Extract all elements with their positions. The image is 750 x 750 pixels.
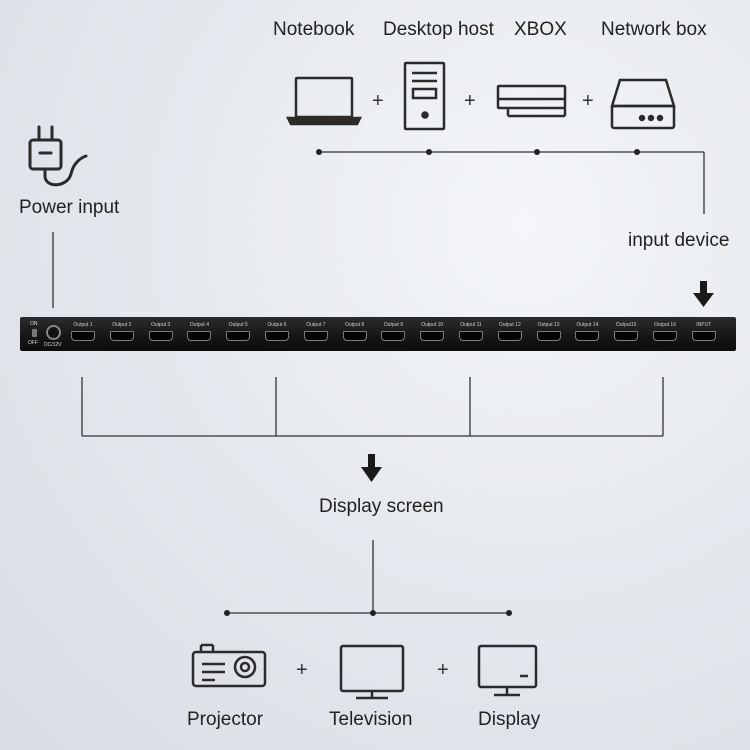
dc-power-jack [46, 325, 61, 340]
port-label: Output 5 [228, 322, 248, 328]
hdmi-socket [653, 331, 677, 341]
hdmi-socket [614, 331, 639, 341]
plus-sign: + [437, 659, 449, 681]
hdmi-output-port: Output 11 [456, 322, 486, 346]
hdmi-output-port: Output 9 [378, 322, 408, 346]
label-power-input: Power input [19, 197, 120, 218]
hdmi-output-port: Output 8 [340, 322, 370, 346]
label-display: Display [478, 709, 541, 730]
hdmi-socket [575, 331, 600, 341]
port-label: Output 10 [421, 322, 444, 328]
port-label: Output 2 [112, 322, 132, 328]
display-connector-lines [227, 540, 509, 614]
hdmi-output-port: Output15 [611, 322, 641, 346]
hdmi-socket [691, 331, 716, 341]
arrow-down-icon [693, 281, 714, 307]
hdmi-output-port: Output 6 [262, 322, 292, 346]
hdmi-output-port: Output 10 [417, 322, 447, 346]
plus-sign: + [464, 90, 476, 112]
port-label: Output 14 [576, 322, 599, 328]
port-label: Output 7 [306, 322, 326, 328]
hdmi-output-port: Output 12 [495, 322, 525, 346]
hdmi-socket [497, 331, 522, 341]
label-display-screen: Display screen [319, 496, 444, 517]
hdmi-socket [148, 331, 173, 341]
hdmi-port-row: Output 1 Output 2 Output 3 Output 4 Output 5… [68, 317, 736, 351]
hdmi-input-port: INPUT [689, 322, 719, 346]
label-desktop-host: Desktop host [383, 19, 494, 40]
projector-icon [191, 643, 267, 688]
hdmi-socket [536, 331, 561, 341]
hdmi-socket [71, 331, 95, 341]
hdmi-socket [381, 331, 406, 341]
port-label: Output 3 [151, 322, 171, 328]
hdmi-socket [303, 331, 328, 341]
power-plug-icon [28, 125, 88, 187]
dc-label: DC/12V [44, 342, 62, 348]
input-connector-dots [316, 149, 640, 155]
plus-sign: + [296, 659, 308, 681]
hdmi-socket [187, 331, 212, 341]
plus-sign: + [582, 90, 594, 112]
port-label: Output 11 [460, 322, 482, 328]
monitor-icon [477, 644, 538, 697]
hdmi-output-port: Output 7 [301, 322, 331, 346]
port-label: Output 6 [267, 322, 287, 328]
arrow-down-icon [361, 454, 382, 482]
hdmi-output-port: Output 1 [68, 322, 98, 346]
label-projector: Projector [187, 709, 264, 730]
port-label: Output 13 [537, 322, 560, 328]
port-label: Output15 [615, 322, 637, 328]
port-label: Output 9 [383, 322, 403, 328]
hdmi-socket [459, 331, 483, 341]
hdmi-socket [342, 331, 367, 341]
hdmi-socket [420, 331, 445, 341]
port-label: Output 8 [345, 322, 365, 328]
port-label: INPUT [696, 322, 712, 328]
game-console-icon [496, 84, 567, 118]
hdmi-output-port: Output 4 [184, 322, 214, 346]
port-label: Output 12 [498, 322, 521, 328]
hdmi-output-port: Output 5 [223, 322, 253, 346]
desktop-tower-icon [403, 61, 446, 131]
hdmi-output-port: Output 2 [107, 322, 137, 346]
notebook-icon [285, 76, 363, 126]
label-notebook: Notebook [273, 19, 355, 40]
label-television: Television [329, 709, 413, 730]
label-network-box: Network box [601, 19, 707, 40]
hdmi-output-port: Output 3 [146, 322, 176, 346]
hdmi-socket [226, 331, 251, 341]
label-input-device: input device [628, 230, 730, 251]
television-icon [339, 644, 405, 700]
power-switch-off-label: OFF [28, 340, 38, 346]
plus-sign: + [372, 90, 384, 112]
output-connector-lines [81, 377, 664, 437]
power-switch[interactable] [32, 329, 37, 337]
port-label: Output 1 [73, 322, 93, 328]
port-label: Output 16 [654, 322, 676, 328]
port-label: Output 4 [189, 322, 209, 328]
display-connector-dots [224, 610, 512, 616]
hdmi-output-port: Output 16 [650, 322, 680, 346]
hdmi-socket [109, 331, 134, 341]
power-switch-on-label: ON [30, 321, 38, 327]
input-connector-lines [319, 151, 705, 214]
network-box-icon [610, 78, 676, 130]
label-xbox: XBOX [514, 19, 567, 40]
hdmi-output-port: Output 13 [534, 322, 564, 346]
hdmi-socket [265, 331, 289, 341]
hdmi-output-port: Output 14 [572, 322, 602, 346]
